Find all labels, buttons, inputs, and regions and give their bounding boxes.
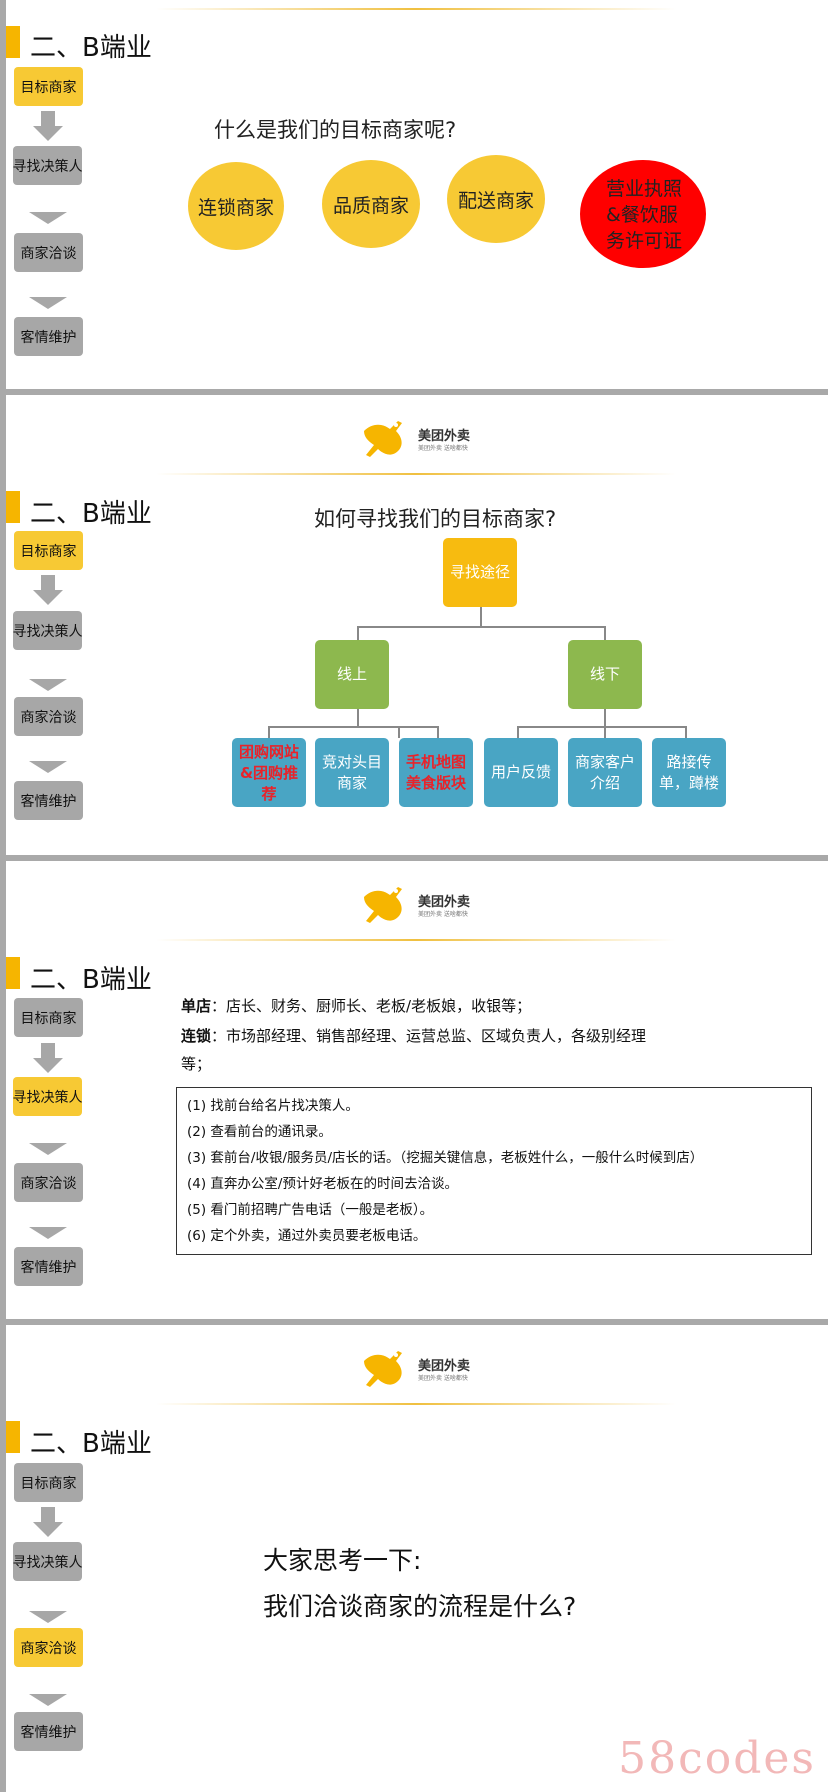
step-merchant-negotiation: 商家洽谈 xyxy=(14,1163,83,1202)
logo-slogan: 美团外卖 送啥都快 xyxy=(418,1375,468,1382)
chain-store-text: ：市场部经理、销售部经理、运营总监、区域负责人，各级别经理 xyxy=(211,1027,647,1045)
down-arrow-icon xyxy=(33,575,63,605)
triangle-icon xyxy=(29,761,67,773)
step-target-merchant: 目标商家 xyxy=(14,531,83,570)
section-title: 二、B端业 xyxy=(30,1429,152,1459)
circle-license xyxy=(580,160,706,268)
question-title: 什么是我们的目标商家呢? xyxy=(214,118,457,142)
method-item: (4) 直奔办公室/预计好老板在的时间去洽谈。 xyxy=(187,1176,458,1192)
chain-store-line: 连锁：市场部经理、销售部经理、运营总监、区域负责人，各级别经理 xyxy=(181,1025,646,1046)
logo-text: 美团外卖 xyxy=(418,895,471,910)
meituan-kangaroo-logo xyxy=(364,887,402,923)
method-item: (1) 找前台给名片找决策人。 xyxy=(187,1098,359,1114)
node-label: 团购网站&团购推荐 xyxy=(238,743,299,803)
methods-box: (1) 找前台给名片找决策人。 (2) 查看前台的通讯录。 (3) 套前台/收银… xyxy=(176,1087,812,1255)
step-find-decision-maker: 寻找决策人 xyxy=(13,1542,83,1581)
section-marker xyxy=(6,1421,20,1453)
circle-quality-merchant: 品质商家 xyxy=(322,160,420,248)
step-customer-maintenance: 客情维护 xyxy=(14,1247,83,1286)
circle-chain-merchant: 连锁商家 xyxy=(188,162,284,250)
step-target-merchant: 目标商家 xyxy=(14,1463,83,1502)
node-user-feedback: 用户反馈 xyxy=(484,738,558,807)
circle-delivery-merchant: 配送商家 xyxy=(447,155,545,243)
slide-3: 美团外卖 美团外卖 送啥都快 二、B端业 目标商家 寻找决策人 商家洽谈 客情维… xyxy=(6,861,828,1319)
step-find-decision-maker: 寻找决策人 xyxy=(13,611,83,650)
circle-label: 连锁商家 xyxy=(197,196,274,219)
node-label: 手机地图美食版块 xyxy=(405,752,466,792)
triangle-icon xyxy=(29,1227,67,1239)
down-arrow-icon xyxy=(33,1507,63,1537)
triangle-icon xyxy=(29,1694,67,1706)
top-gold-line xyxy=(156,1403,676,1405)
circle-label: 配送商家 xyxy=(457,189,534,212)
step-merchant-negotiation: 商家洽谈 xyxy=(14,697,83,736)
node-label: 路接传单，蹲楼 xyxy=(658,752,719,792)
step-target-merchant: 目标商家 xyxy=(14,67,83,106)
top-gold-line xyxy=(156,8,676,10)
method-item: (5) 看门前招聘广告电话（一般是老板）。 xyxy=(187,1202,434,1218)
license-label: 营业执照&餐饮服务许可证 xyxy=(606,178,683,252)
chain-store-label: 连锁 xyxy=(181,1027,212,1045)
node-flyers: 路接传单，蹲楼 xyxy=(652,738,726,807)
step-merchant-negotiation: 商家洽谈 xyxy=(14,233,83,272)
triangle-icon xyxy=(29,212,67,224)
node-label: 商家客户介绍 xyxy=(574,752,635,792)
section-title: 二、B端业 xyxy=(30,965,152,995)
single-store-label: 单店 xyxy=(181,997,212,1015)
method-item: (3) 套前台/收银/服务员/店长的话。（挖掘关键信息，老板姓什么，一般什么时候… xyxy=(187,1150,704,1166)
single-store-line: 单店：店长、财务、厨师长、老板/老板娘，收银等； xyxy=(181,995,531,1016)
step-find-decision-maker: 寻找决策人 xyxy=(13,1077,83,1116)
single-store-text: ：店长、财务、厨师长、老板/老板娘，收银等； xyxy=(211,997,532,1015)
logo-slogan: 美团外卖 送啥都快 xyxy=(418,445,468,452)
slide-1: 二、B端业 目标商家 寻找决策人 商家洽谈 客情维护 什么是我们的目标商家呢? … xyxy=(6,0,828,389)
top-gold-line xyxy=(156,939,676,941)
down-arrow-icon xyxy=(33,111,63,141)
slide-4: 美团外卖 美团外卖 送啥都快 二、B端业 目标商家 寻找决策人 商家洽谈 客情维… xyxy=(6,1325,828,1792)
top-gold-line xyxy=(156,473,676,475)
section-marker xyxy=(6,26,20,58)
node-offline: 线下 xyxy=(568,640,642,709)
step-customer-maintenance: 客情维护 xyxy=(14,781,83,820)
question-title: 如何寻找我们的目标商家? xyxy=(314,507,557,531)
node-competitor: 竞对头目商家 xyxy=(315,738,389,807)
think-line-2: 我们洽谈商家的流程是什么? xyxy=(263,1592,577,1621)
node-find-channels: 寻找途径 xyxy=(443,538,517,607)
circle-label: 品质商家 xyxy=(332,194,409,217)
triangle-icon xyxy=(29,297,67,309)
section-marker xyxy=(6,957,20,989)
chain-store-text-cont: 等； xyxy=(181,1055,212,1073)
meituan-kangaroo-logo xyxy=(364,421,402,457)
triangle-icon xyxy=(29,1611,67,1623)
step-customer-maintenance: 客情维护 xyxy=(14,317,83,356)
meituan-kangaroo-logo xyxy=(364,1351,402,1387)
tree-connectors xyxy=(268,607,687,738)
think-line-1: 大家思考一下: xyxy=(263,1546,422,1575)
triangle-icon xyxy=(29,1143,67,1155)
section-title: 二、B端业 xyxy=(30,33,152,63)
step-merchant-negotiation: 商家洽谈 xyxy=(14,1628,83,1667)
logo-text: 美团外卖 xyxy=(418,429,471,444)
triangle-icon xyxy=(29,679,67,691)
section-title: 二、B端业 xyxy=(30,499,152,529)
logo-slogan: 美团外卖 送啥都快 xyxy=(418,911,468,918)
node-group-buying: 团购网站&团购推荐 xyxy=(232,738,306,807)
method-item: (6) 定个外卖，通过外卖员要老板电话。 xyxy=(187,1228,427,1244)
section-marker xyxy=(6,491,20,523)
down-arrow-icon xyxy=(33,1043,63,1073)
node-merchant-referral: 商家客户介绍 xyxy=(568,738,642,807)
node-map-food: 手机地图美食版块 xyxy=(399,738,473,807)
slide-2: 美团外卖 美团外卖 送啥都快 二、B端业 目标商家 寻找决策人 商家洽谈 客情维… xyxy=(6,395,828,855)
method-item: (2) 查看前台的通讯录。 xyxy=(187,1124,332,1140)
node-label: 用户反馈 xyxy=(490,763,551,781)
step-find-decision-maker: 寻找决策人 xyxy=(13,146,83,185)
step-customer-maintenance: 客情维护 xyxy=(14,1712,83,1751)
step-target-merchant: 目标商家 xyxy=(14,998,83,1037)
watermark: 58codes xyxy=(618,1733,816,1784)
node-online: 线上 xyxy=(315,640,389,709)
logo-text: 美团外卖 xyxy=(418,1359,471,1374)
node-label: 竞对头目商家 xyxy=(321,752,382,792)
